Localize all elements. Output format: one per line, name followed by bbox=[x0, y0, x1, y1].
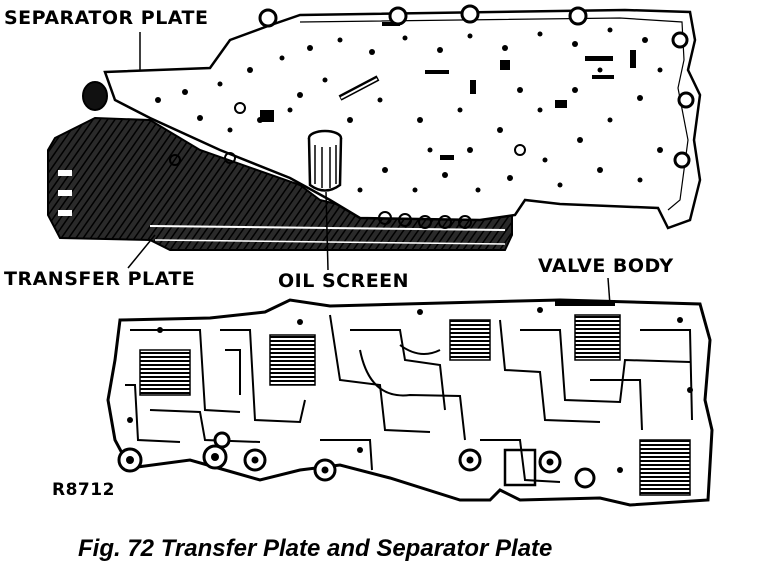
figure-caption: Fig. 72 Transfer Plate and Separator Pla… bbox=[78, 535, 553, 562]
figure-code: R8712 bbox=[52, 480, 115, 500]
oil-screen-label: OIL SCREEN bbox=[278, 270, 410, 292]
leader-valve-body bbox=[607, 277, 611, 306]
valve-body-label: VALVE BODY bbox=[538, 255, 674, 277]
separator-plate-label: SEPARATOR PLATE bbox=[4, 7, 209, 29]
leader-oil-screen bbox=[325, 191, 329, 271]
oil-screen bbox=[307, 129, 343, 192]
leader-transfer-plate bbox=[127, 234, 156, 269]
valve-body bbox=[106, 298, 714, 507]
transfer-plate-label: TRANSFER PLATE bbox=[4, 268, 196, 290]
separator-plate bbox=[82, 4, 702, 230]
leader-lines bbox=[127, 32, 611, 306]
